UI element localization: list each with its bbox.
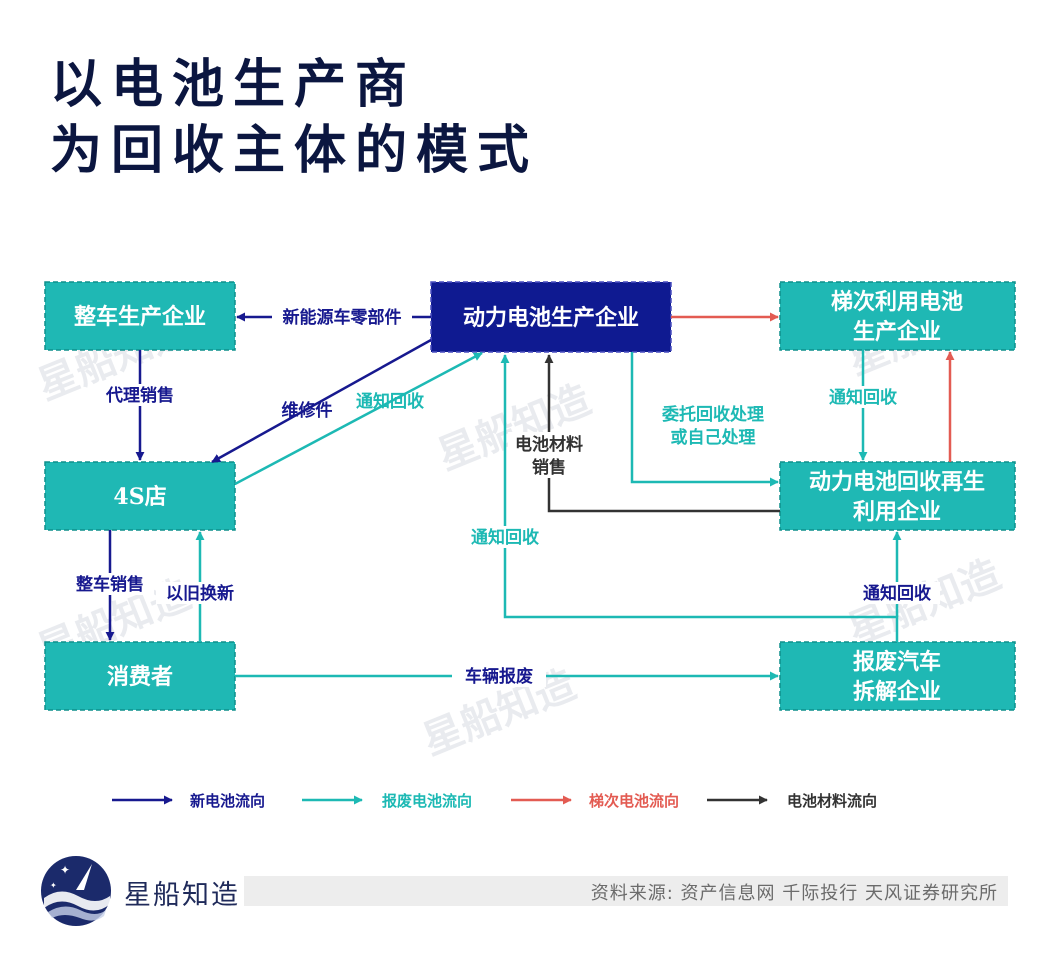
page-title: 以电池生产商 为回收主体的模式 [50,52,538,184]
source-bar: 资料来源: 资产信息网 千际投行 天风证券研究所 [244,876,1008,906]
edge-label-vehicle-scrap: 车辆报废 [465,666,533,687]
legend-label: 新电池流向 [190,792,265,810]
legend: 新电池流向 报废电池流向 梯次电池流向 电池材料流向 [112,792,877,810]
footer-brand: 星船知造 [124,880,240,911]
source-text: 资料来源: 资产信息网 千际投行 天风证券研究所 [590,883,998,904]
edge-entrust [630,352,779,487]
title-line-2: 为回收主体的模式 [50,121,539,181]
node-oem: 整车生产企业 [44,281,236,351]
title-line-1: 以电池生产商 [50,55,417,115]
edge-label-trade-in: 以旧换新 [166,583,234,604]
edge-label-bg [820,386,906,408]
node-dismantler-label-1: 报废汽车 [853,649,941,675]
edge-label-bg [508,432,590,478]
node-dismantler-label-2: 拆解企业 [853,679,941,705]
node-4s-shop-label: 4S店 [113,484,166,510]
edge-label-bg [272,306,412,328]
edge-material-sales [544,354,780,513]
legend-item-cascade-battery: 梯次电池流向 [511,792,679,810]
edge-label-bg [100,384,180,406]
edge-label-notify-recycle-dismantler: 通知回收 [863,583,931,604]
edge-repair-parts [211,338,432,464]
edge-label-bg [452,665,546,687]
edge-label-bg [66,573,154,595]
legend-label: 电池材料流向 [787,792,877,810]
node-4s-shop: 4S店 [44,461,236,531]
edge-label-notify-recycle-consumer: 通知回收 [471,527,539,548]
edge-label-entrust-2: 或自己处理 [671,427,756,448]
star-icon: ✦ [60,863,70,877]
legend-item-material: 电池材料流向 [707,792,877,810]
edge-label-entrust-1: 委托回收处理 [661,404,764,425]
edge-label-notify-recycle-cascade: 通知回收 [829,387,897,408]
star-icon: ✦ [50,881,57,890]
node-consumer: 消费者 [44,641,236,711]
node-recycler-label-1: 动力电池回收再生 [809,469,985,495]
node-dismantler: 报废汽车 拆解企业 [779,641,1016,711]
edge-notify-recycle-4s [234,351,483,486]
node-battery-maker: 动力电池生产企业 [430,281,672,353]
node-recycler-label-2: 利用企业 [853,499,941,525]
node-cascade-maker-label-1: 梯次利用电池 [831,289,963,315]
edge-label-notify-recycle-4s: 通知回收 [356,391,424,412]
brand-logo: ✦ ✦ [41,856,111,926]
edge-notify-recycle-consumer [500,354,899,642]
edge-label-bg [854,582,940,604]
node-battery-maker-label: 动力电池生产企业 [463,305,639,331]
legend-item-new-battery: 新电池流向 [112,792,265,810]
legend-item-scrap-battery: 报废电池流向 [302,792,472,810]
node-oem-label: 整车生产企业 [74,304,206,330]
node-cascade-maker-label-2: 生产企业 [853,319,941,345]
edge-label-material-sales-1: 电池材料 [515,434,583,455]
legend-label: 梯次电池流向 [589,792,679,810]
edge-label-new-energy-parts: 新能源车零部件 [283,307,402,328]
node-consumer-label: 消费者 [107,664,173,690]
edge-label-repair-parts: 维修件 [282,400,333,421]
edge-label-vehicle-sales: 整车销售 [76,574,144,595]
edge-label-bg [156,582,244,604]
legend-label: 报废电池流向 [382,792,472,810]
edge-label-bg [462,526,548,548]
edge-label-material-sales-2: 销售 [532,457,566,478]
node-cascade-maker: 梯次利用电池 生产企业 [779,281,1016,351]
edge-label-agent-sales: 代理销售 [105,385,174,406]
node-recycler: 动力电池回收再生 利用企业 [779,461,1016,531]
